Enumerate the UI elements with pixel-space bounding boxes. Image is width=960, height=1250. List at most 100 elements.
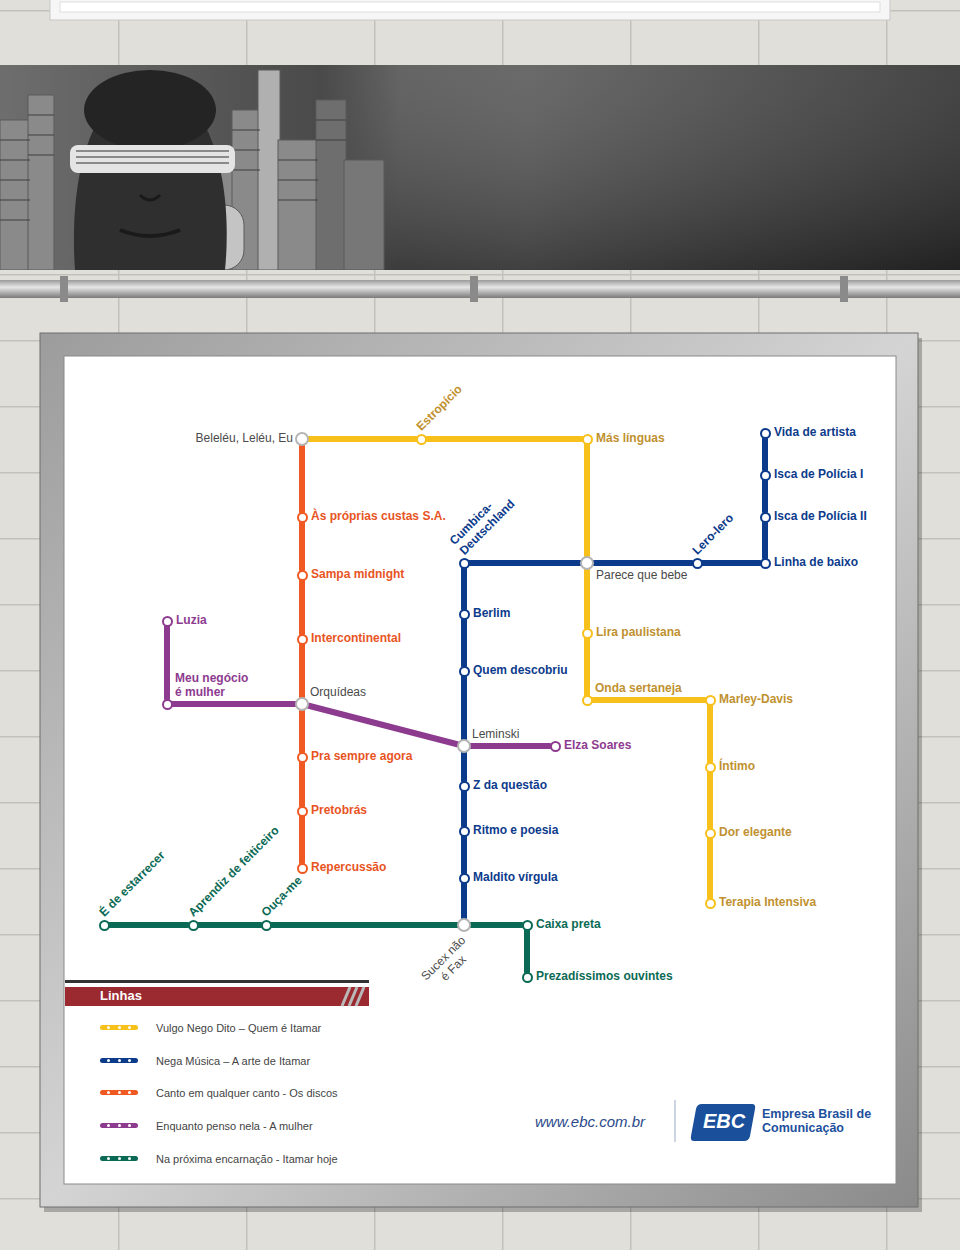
station-name: Linha de baixo bbox=[774, 556, 858, 570]
station-name: Meu negócio é mulher bbox=[175, 672, 257, 700]
station-name: Z da questão bbox=[473, 779, 547, 793]
station-dot: Lero-lero bbox=[692, 558, 703, 569]
station-name: Dor elegante bbox=[719, 826, 792, 840]
interchange-station: Beleléu, Leléu, Eu bbox=[295, 432, 309, 446]
station-name: Isca de Polícia II bbox=[774, 510, 867, 524]
legend-row: Vulgo Nego Dito – Quem é Itamar bbox=[100, 1020, 321, 1036]
station-name: Repercussão bbox=[311, 861, 386, 875]
metro-segment bbox=[584, 639, 590, 695]
metro-segment bbox=[299, 763, 305, 806]
station-dot: Luzia bbox=[162, 616, 173, 627]
legend-swatch bbox=[100, 1156, 138, 1161]
station-dot: Intercontinental bbox=[297, 634, 308, 645]
station-dot: Íntimo bbox=[705, 762, 716, 773]
legend-text: Nega Música – A arte de Itamar bbox=[156, 1053, 310, 1069]
station-dot: Estropício bbox=[416, 434, 427, 445]
station-name: Lira paulistana bbox=[596, 626, 681, 640]
metro-segment bbox=[299, 581, 305, 634]
metro-segment bbox=[593, 697, 705, 703]
metro-segment bbox=[299, 645, 305, 698]
metro-segment bbox=[707, 706, 713, 762]
station-name: Berlim bbox=[473, 607, 510, 621]
legend-text: Na próxima encarnação - Itamar hoje bbox=[156, 1151, 338, 1167]
legend-text: Vulgo Nego Dito – Quem é Itamar bbox=[156, 1020, 321, 1036]
swatch-dot bbox=[128, 1157, 131, 1160]
station-name: Elza Soares bbox=[564, 739, 631, 753]
swatch-dot bbox=[107, 1091, 110, 1094]
swatch-dot bbox=[128, 1091, 131, 1094]
station-dot: Caixa preta bbox=[522, 920, 533, 931]
station-dot: Isca de Polícia I bbox=[760, 470, 771, 481]
company-name: Empresa Brasil de Comunicação bbox=[762, 1107, 874, 1136]
metro-segment bbox=[173, 701, 296, 707]
interchange-station: Sucex não é Fax bbox=[457, 918, 471, 932]
metro-segment bbox=[164, 627, 170, 699]
station-name: Sampa midnight bbox=[311, 568, 404, 582]
metro-segment bbox=[199, 922, 261, 928]
station-name: Caixa preta bbox=[536, 918, 601, 932]
metro-segment bbox=[762, 439, 768, 470]
station-name: Terapia Intensiva bbox=[719, 896, 816, 910]
station-name: Íntimo bbox=[719, 760, 755, 774]
station-dot: Quem descobriu bbox=[459, 666, 470, 677]
logo-mark: EBC bbox=[703, 1110, 745, 1133]
legend-row: Canto em qualquer canto - Os discos bbox=[100, 1085, 338, 1101]
swatch-dot bbox=[118, 1026, 121, 1029]
metro-segment bbox=[461, 569, 467, 609]
station-dot: Marley-Davis bbox=[705, 695, 716, 706]
station-dot: Maldito vírgula bbox=[459, 873, 470, 884]
station-dot: Pra sempre agora bbox=[297, 752, 308, 763]
metro-segment bbox=[272, 922, 458, 928]
metro-segment bbox=[299, 817, 305, 863]
swatch-dot bbox=[107, 1059, 110, 1062]
legend-swatch bbox=[100, 1123, 138, 1128]
interchange-station: Leminski bbox=[457, 739, 471, 753]
station-name: Sucex não é Fax bbox=[417, 932, 480, 995]
legend-row: Nega Música – A arte de Itamar bbox=[100, 1053, 310, 1069]
swatch-dot bbox=[118, 1091, 121, 1094]
legend-swatch bbox=[100, 1090, 138, 1095]
metro-segment bbox=[461, 753, 467, 781]
station-dot: Sampa midnight bbox=[297, 570, 308, 581]
station-name: Isca de Polícia I bbox=[774, 468, 863, 482]
station-name: Estropício bbox=[414, 383, 465, 434]
station-name: Pretobrás bbox=[311, 804, 367, 818]
metro-segment bbox=[461, 837, 467, 873]
station-dot: Elza Soares bbox=[550, 741, 561, 752]
station-dot: Isca de Polícia II bbox=[760, 512, 771, 523]
legend-swatch bbox=[100, 1058, 138, 1063]
station-dot: Lira paulistana bbox=[582, 628, 593, 639]
station-name: Parece que bebe bbox=[596, 569, 687, 583]
station-name: Quem descobriu bbox=[473, 664, 568, 678]
metro-segment bbox=[461, 620, 467, 666]
station-dot: Onda sertaneja bbox=[582, 695, 593, 706]
station-name: Intercontinental bbox=[311, 632, 401, 646]
station-name: Onda sertaneja bbox=[595, 682, 682, 696]
swatch-dot bbox=[107, 1157, 110, 1160]
station-name: Marley-Davis bbox=[719, 693, 793, 707]
metro-segment bbox=[762, 523, 768, 558]
station-dot: Linha de baixo bbox=[760, 558, 771, 569]
metro-segment bbox=[461, 677, 467, 740]
metro-segment bbox=[703, 560, 760, 566]
station-dot: Ritmo e poesia bbox=[459, 826, 470, 837]
station-name: Luzia bbox=[176, 614, 207, 628]
metro-segment bbox=[762, 481, 768, 512]
station-dot: Aprendiz de feiticeiro bbox=[188, 920, 199, 931]
station-name: Leminski bbox=[472, 728, 519, 742]
swatch-dot bbox=[128, 1124, 131, 1127]
legend-row: Na próxima encarnação - Itamar hoje bbox=[100, 1151, 338, 1167]
station-dot: Meu negócio é mulher bbox=[162, 699, 173, 710]
legend-swatch bbox=[100, 1025, 138, 1030]
metro-segment bbox=[299, 711, 305, 752]
station-name: Beleléu, Leléu, Eu bbox=[196, 432, 293, 446]
station-dot: Dor elegante bbox=[705, 828, 716, 839]
station-name: Às próprias custas S.A. bbox=[311, 510, 446, 524]
station-dot: É de estarrecer bbox=[99, 920, 110, 931]
legend-row: Enquanto penso nela - A mulher bbox=[100, 1118, 313, 1134]
swatch-dot bbox=[118, 1059, 121, 1062]
station-dot: Más línguas bbox=[582, 434, 593, 445]
station-name: Vida de artista bbox=[774, 426, 856, 440]
metro-segment bbox=[110, 922, 188, 928]
